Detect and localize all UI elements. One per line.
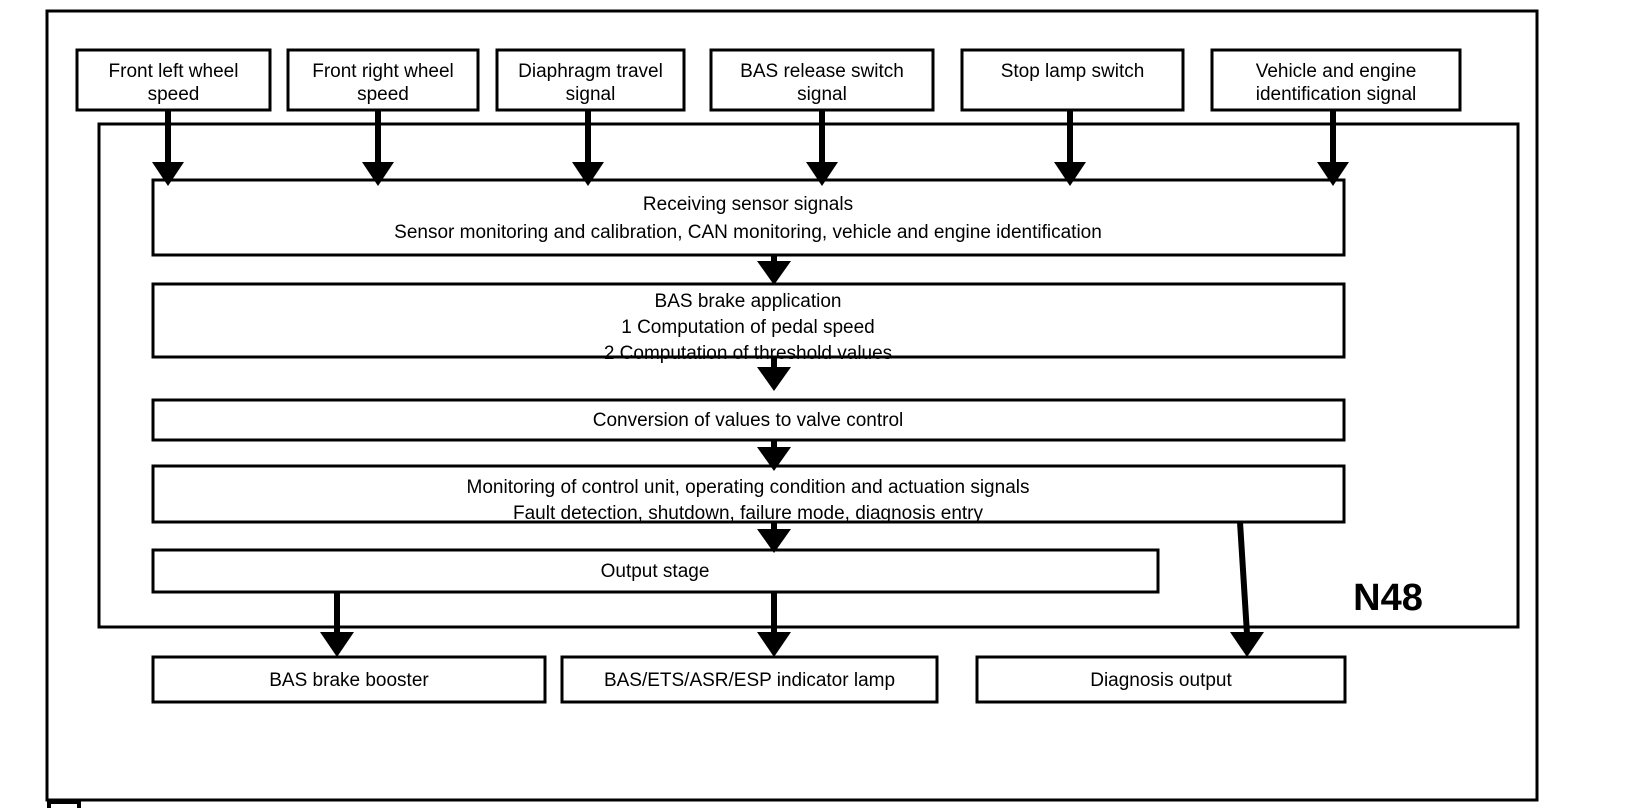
stage-label-line-2: Fault detection, shutdown, failure mode,…: [513, 503, 983, 524]
input-label-line-2: speed: [148, 84, 200, 105]
stage-label-line-1: Receiving sensor signals: [643, 194, 853, 215]
input-label-line-1: Diaphragm travel: [518, 61, 663, 82]
stage-label-line-3: 2 Computation of threshold values: [604, 343, 892, 364]
stage-label-line-2: 1 Computation of pedal speed: [621, 317, 875, 338]
page-frame: [45, 9, 1539, 802]
stage-box-receiving-sensor-signals[interactable]: Receiving sensor signals Sensor monitori…: [151, 178, 1346, 257]
stage-label-line-1: BAS brake application: [655, 291, 842, 312]
corner-registration-mark: [47, 800, 81, 808]
output-label-line-1: BAS/ETS/ASR/ESP indicator lamp: [604, 670, 895, 691]
stage-connector-4-to-5: [757, 522, 791, 553]
output-arrow-bas-brake-booster: [320, 592, 354, 657]
input-arrow-diaphragm-travel-signal: [572, 110, 604, 186]
output-box-bas-ets-asr-esp-indicator-lamp[interactable]: BAS/ETS/ASR/ESP indicator lamp: [560, 655, 939, 704]
input-box-front-right-wheel-speed[interactable]: Front right wheel speed: [286, 48, 480, 112]
input-label-line-2: identification signal: [1256, 84, 1417, 105]
control-unit-tag: N48: [1353, 577, 1423, 619]
output-box-diagnosis-output[interactable]: Diagnosis output: [975, 655, 1347, 704]
input-label-line-1: Vehicle and engine: [1256, 61, 1417, 82]
input-box-diaphragm-travel-signal[interactable]: Diaphragm travel signal: [495, 48, 686, 112]
output-label-line-1: BAS brake booster: [269, 670, 429, 691]
output-arrow-bas-ets-asr-esp-indicator-lamp: [757, 592, 791, 657]
stage-label-line-2: Sensor monitoring and calibration, CAN m…: [394, 222, 1102, 243]
input-arrow-front-right-wheel-speed: [362, 110, 394, 186]
input-arrow-vehicle-and-engine-identification-signal: [1317, 110, 1349, 186]
input-label-line-1: Front right wheel: [312, 61, 454, 82]
input-arrow-bas-release-switch-signal: [806, 110, 838, 186]
input-label-line-1: Front left wheel: [109, 61, 239, 82]
input-label-line-1: BAS release switch: [740, 61, 904, 82]
stage-label-line-1: Monitoring of control unit, operating co…: [467, 477, 1030, 498]
stage-box-bas-brake-application[interactable]: BAS brake application 1 Computation of p…: [151, 282, 1346, 364]
stage-label-line-1: Conversion of values to valve control: [593, 410, 904, 431]
output-label-line-1: Diagnosis output: [1090, 670, 1232, 691]
input-box-vehicle-and-engine-identification-signal[interactable]: Vehicle and engine identification signal: [1210, 48, 1462, 112]
control-unit-boundary: [97, 122, 1520, 629]
output-box-bas-brake-booster[interactable]: BAS brake booster: [151, 655, 547, 704]
input-label-line-2: speed: [357, 84, 409, 105]
input-arrow-front-left-wheel-speed: [152, 110, 184, 186]
stage-label-line-1: Output stage: [601, 561, 710, 582]
input-box-front-left-wheel-speed[interactable]: Front left wheel speed: [75, 48, 272, 112]
stage-connector-2-to-3: [757, 357, 791, 391]
input-arrow-stop-lamp-switch: [1054, 110, 1086, 186]
input-label-line-1: Stop lamp switch: [1001, 61, 1145, 82]
input-label-line-2: signal: [797, 84, 847, 105]
stage-box-output-stage[interactable]: Output stage: [151, 548, 1160, 594]
stage-box-conversion-of-values-to-valve-control[interactable]: Conversion of values to valve control: [151, 398, 1346, 442]
input-label-line-2: signal: [566, 84, 616, 105]
input-box-stop-lamp-switch[interactable]: Stop lamp switch: [960, 48, 1185, 112]
output-arrow-diagnosis-output: [1230, 521, 1264, 657]
stage-connector-3-to-4: [757, 440, 791, 471]
stage-box-monitoring-of-control-unit[interactable]: Monitoring of control unit, operating co…: [151, 464, 1346, 524]
input-box-bas-release-switch-signal[interactable]: BAS release switch signal: [709, 48, 935, 112]
stage-connector-1-to-2: [757, 255, 791, 285]
